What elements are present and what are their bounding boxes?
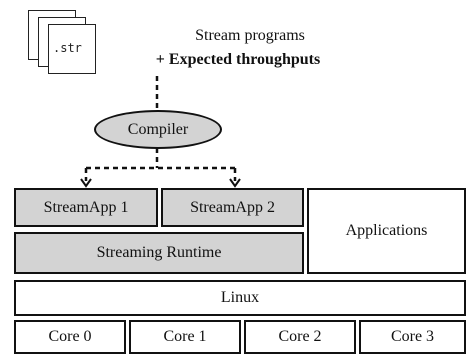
caption-expected-throughputs: + Expected throughputs xyxy=(155,51,321,68)
streaming-runtime-box: Streaming Runtime xyxy=(14,232,304,274)
compiler-node: Compiler xyxy=(94,110,222,149)
core-1-box: Core 1 xyxy=(129,320,241,354)
streamapp-2-box: StreamApp 2 xyxy=(161,188,304,227)
core-3-box: Core 3 xyxy=(359,320,466,354)
file-label: .str xyxy=(53,41,82,55)
linux-box: Linux xyxy=(14,280,466,316)
streamapp-1-box: StreamApp 1 xyxy=(14,188,158,227)
applications-box: Applications xyxy=(307,188,466,274)
caption-stream-programs: Stream programs xyxy=(195,27,305,44)
core-0-box: Core 0 xyxy=(14,320,126,354)
file-icon-front xyxy=(48,24,96,74)
core-2-box: Core 2 xyxy=(244,320,356,354)
